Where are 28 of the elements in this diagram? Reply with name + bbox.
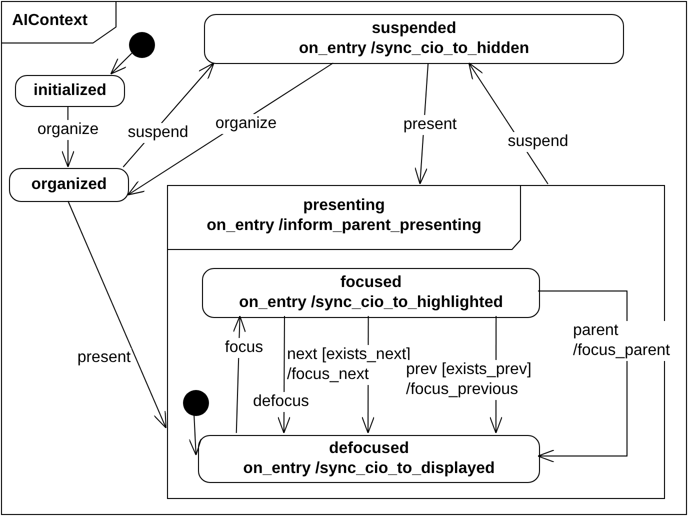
transition-arrow xyxy=(68,200,166,428)
transition-arrow xyxy=(188,414,202,456)
state-box xyxy=(204,14,624,64)
transition-label: focus xyxy=(224,338,264,358)
transition-label: organize xyxy=(36,120,100,140)
state-name: organized xyxy=(31,175,107,195)
state-box xyxy=(198,435,540,483)
state-name: presenting xyxy=(303,196,385,216)
transition-arrow xyxy=(538,290,628,463)
entry-action: on_entry /inform_parent_presenting xyxy=(206,216,482,236)
frame-title: AIContext xyxy=(12,12,88,29)
transition-label: present xyxy=(402,115,458,135)
transition-label: organize xyxy=(214,114,278,134)
transition-label: defocus xyxy=(252,392,310,412)
transition-label: present xyxy=(76,348,132,368)
state-name: focused xyxy=(340,273,402,293)
entry-action: on_entry /sync_cio_to_hidden xyxy=(298,39,530,59)
state-box xyxy=(202,268,540,318)
state-name: defocused xyxy=(328,439,409,459)
transition-label: suspend xyxy=(506,132,570,152)
transition-label: suspend xyxy=(126,123,190,143)
state-box xyxy=(15,75,125,107)
entry-action: on_entry /sync_cio_to_displayed xyxy=(243,459,495,479)
entry-action: on_entry /sync_cio_to_highlighted xyxy=(238,293,504,313)
state-name: suspended xyxy=(372,19,456,39)
state-box xyxy=(9,168,129,202)
state-name: initialized xyxy=(34,81,106,101)
transition-arrow xyxy=(110,52,132,74)
